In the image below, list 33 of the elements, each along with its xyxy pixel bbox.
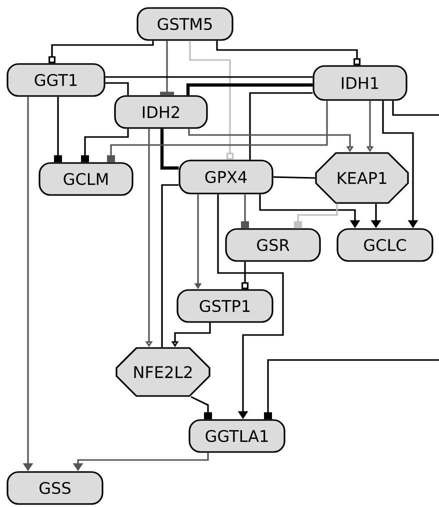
arrow — [190, 396, 212, 420]
connector-line — [105, 76, 313, 78]
gene-box: GPX4 — [178, 160, 274, 194]
gene-box: GCLC — [336, 228, 434, 262]
arrow — [264, 359, 439, 420]
gene-box: GSS — [6, 471, 104, 505]
gene-octagon: KEAP1 — [315, 152, 409, 204]
gene-box: IDH1 — [312, 65, 408, 101]
connector-line — [160, 128, 179, 170]
arrow — [54, 96, 62, 162]
arrow — [216, 40, 360, 66]
connector-line — [273, 176, 316, 179]
connector-line — [249, 92, 313, 160]
gene-box: GSTM5 — [136, 7, 234, 41]
gene-box: GGTLA1 — [188, 419, 286, 453]
connector-line — [186, 83, 313, 96]
arrow — [81, 128, 129, 162]
arrow — [160, 40, 174, 96]
arrow — [294, 204, 338, 228]
arrow — [189, 40, 234, 160]
gene-box: IDH2 — [114, 95, 208, 129]
connector-line — [392, 100, 439, 116]
arrow — [241, 194, 249, 228]
gene-box: GSTP1 — [176, 289, 274, 323]
arrow — [242, 262, 248, 290]
gene-box: GSR — [225, 228, 321, 262]
connector-line — [161, 184, 179, 348]
connector-line — [105, 82, 129, 96]
arrow — [48, 40, 154, 64]
arrow — [107, 100, 328, 162]
gene-box: GGT1 — [6, 63, 106, 97]
gene-octagon: NFE2L2 — [116, 347, 210, 397]
gene-box: GCLM — [38, 162, 134, 196]
